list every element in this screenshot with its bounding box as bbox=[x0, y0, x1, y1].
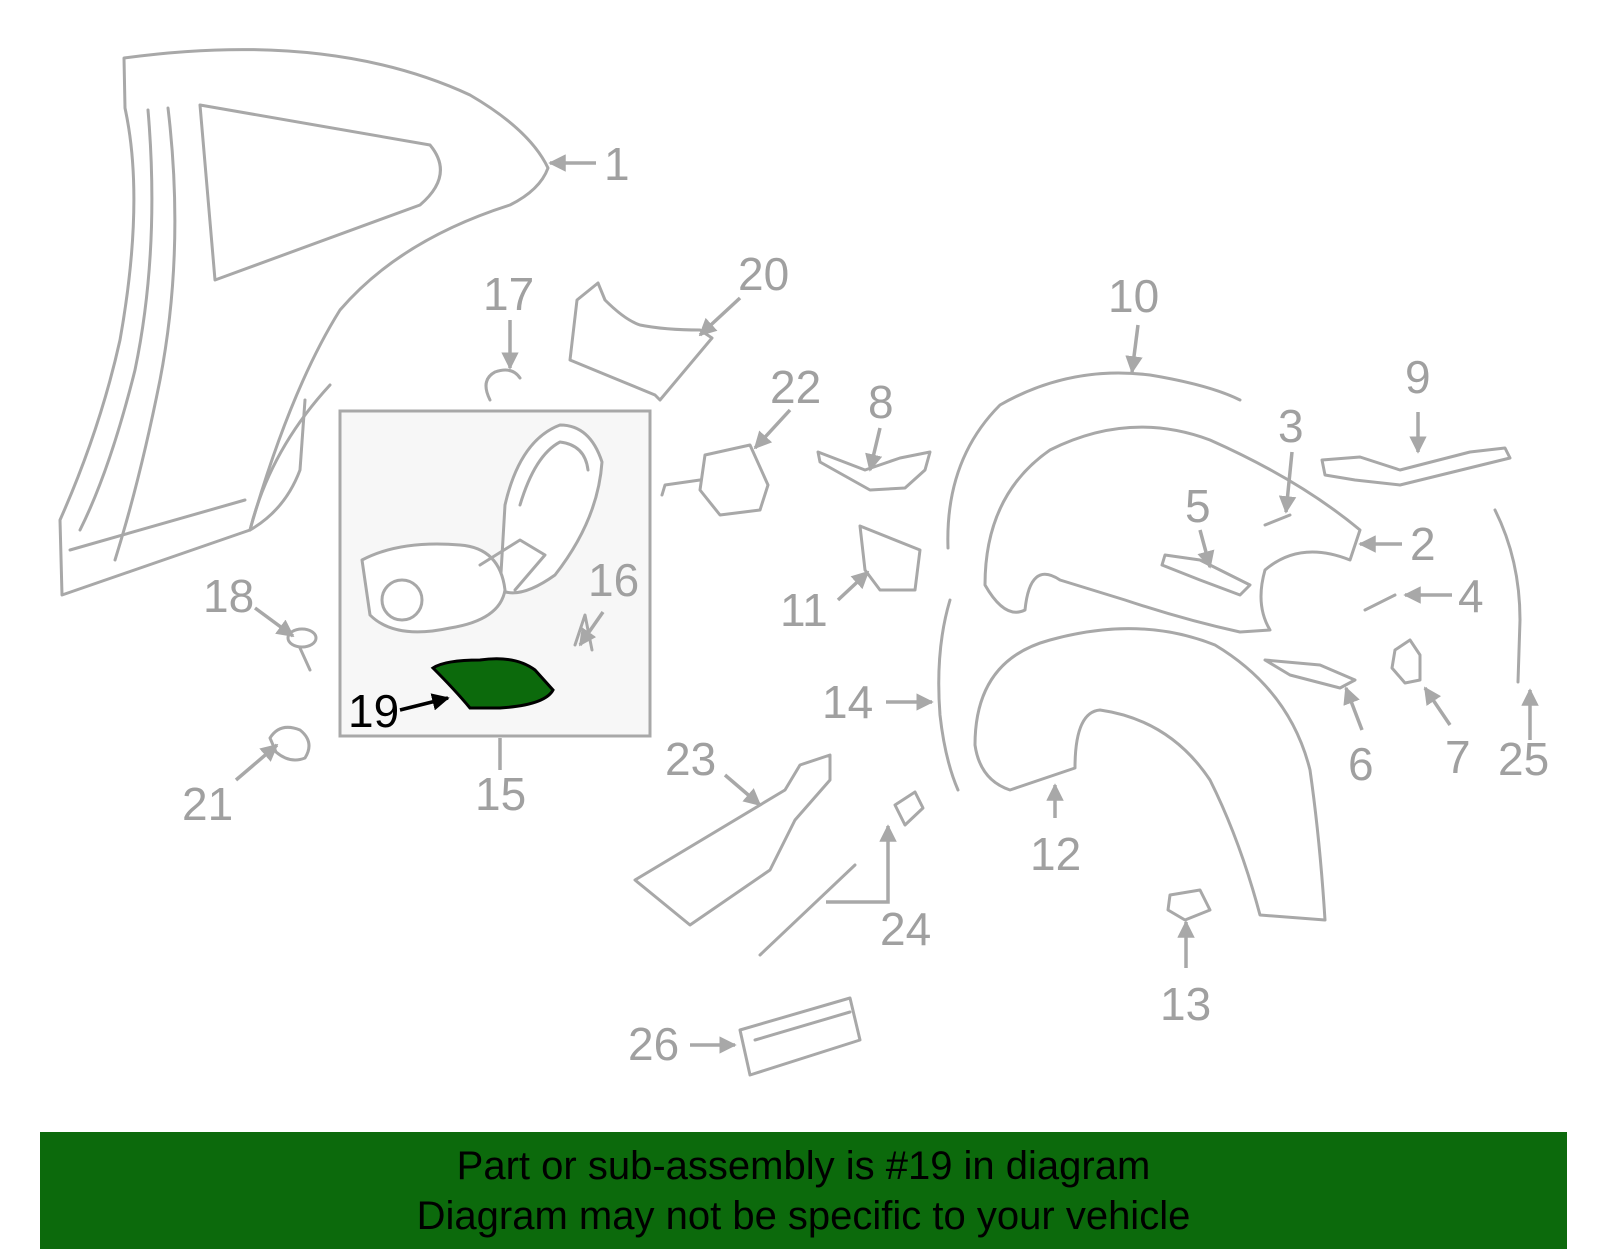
quarter-panel-part bbox=[58, 48, 550, 597]
callout-18: 18 bbox=[203, 570, 254, 622]
callout-21: 21 bbox=[182, 778, 233, 830]
part-3 bbox=[1263, 513, 1292, 527]
callout-14: 14 bbox=[822, 676, 873, 728]
callout-8: 8 bbox=[868, 376, 894, 428]
banner-line-disclaimer: Diagram may not be specific to your vehi… bbox=[416, 1193, 1191, 1238]
callout-9: 9 bbox=[1405, 351, 1431, 403]
part-4 bbox=[1363, 593, 1397, 612]
rod-part-24 bbox=[758, 790, 925, 957]
highlighted-part-19 bbox=[430, 657, 555, 710]
callout-25: 25 bbox=[1498, 733, 1549, 785]
callout-1: 1 bbox=[604, 138, 630, 190]
callout-7: 7 bbox=[1445, 731, 1471, 783]
info-banner: Part or sub-assembly is #19 in diagram D… bbox=[40, 1132, 1567, 1249]
screw-part-18 bbox=[286, 627, 318, 672]
clip-part-13 bbox=[1166, 888, 1212, 922]
callout-6: 6 bbox=[1348, 738, 1374, 790]
strip-part-25 bbox=[1493, 508, 1522, 684]
clip-part-21 bbox=[268, 725, 311, 762]
liner-part-12 bbox=[973, 627, 1327, 922]
callout-labels: 1 2 3 4 5 6 7 8 9 10 11 12 13 14 15 16 1… bbox=[182, 138, 1549, 1070]
callout-3: 3 bbox=[1278, 400, 1304, 452]
banner-line-part: Part or sub-assembly is #19 in diagram bbox=[456, 1143, 1151, 1188]
callout-24: 24 bbox=[880, 903, 931, 955]
inner-panel-part-2 bbox=[983, 425, 1362, 634]
callout-4: 4 bbox=[1458, 570, 1484, 622]
callout-19: 19 bbox=[348, 685, 399, 737]
vent-part-26 bbox=[738, 996, 862, 1077]
callout-12: 12 bbox=[1030, 828, 1081, 880]
callout-16: 16 bbox=[588, 554, 639, 606]
parts-diagram: 1 2 3 4 5 6 7 8 9 10 11 12 13 14 15 16 1… bbox=[58, 48, 1549, 1077]
callout-20: 20 bbox=[738, 248, 789, 300]
patch-part-11 bbox=[858, 524, 922, 592]
callout-26: 26 bbox=[628, 1018, 679, 1070]
part-7 bbox=[1390, 638, 1422, 685]
arch-molding-part-10 bbox=[946, 371, 1242, 550]
bracket-part-20 bbox=[568, 281, 714, 402]
shield-part-23 bbox=[633, 753, 832, 927]
callout-17: 17 bbox=[483, 268, 534, 320]
callout-15: 15 bbox=[475, 768, 526, 820]
rail-part-9 bbox=[1320, 446, 1512, 487]
actuator-part-22 bbox=[660, 443, 770, 517]
callout-11: 11 bbox=[780, 584, 828, 636]
trim-part-14 bbox=[937, 598, 960, 792]
callout-5: 5 bbox=[1185, 480, 1211, 532]
part-6 bbox=[1263, 658, 1357, 690]
leader-lines bbox=[234, 154, 1539, 1054]
callout-2: 2 bbox=[1410, 518, 1436, 570]
callout-23: 23 bbox=[665, 733, 716, 785]
callout-13: 13 bbox=[1160, 978, 1211, 1030]
callout-10: 10 bbox=[1108, 270, 1159, 322]
callout-22: 22 bbox=[770, 361, 821, 413]
clip-part-17 bbox=[484, 368, 522, 402]
